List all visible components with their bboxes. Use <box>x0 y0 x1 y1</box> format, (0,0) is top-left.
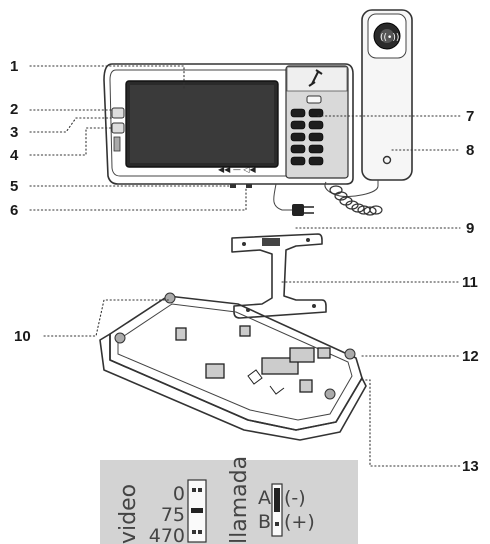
callout-13: 13 <box>462 458 479 475</box>
monitor: ◀◀ — ◁◀ <box>103 63 354 188</box>
callout-6: 6 <box>10 202 18 219</box>
callout-3: 3 <box>10 124 18 141</box>
callout-5: 5 <box>10 178 18 195</box>
call-sign-minus: (-) <box>284 487 306 509</box>
call-jumper <box>271 483 283 537</box>
call-pos-b: B <box>258 511 271 533</box>
jumper-panel: video 0 75 470 llamada A B (-) (+) <box>100 456 358 544</box>
video-value-470: 470 <box>149 525 185 544</box>
video-jumper <box>187 479 207 543</box>
video-value-75: 75 <box>161 504 185 526</box>
leader-lines <box>29 65 461 467</box>
call-pos-a: A <box>258 487 271 509</box>
call-sign-plus: (+) <box>284 511 315 533</box>
callout-10: 10 <box>14 328 31 345</box>
monitor-base <box>99 292 367 441</box>
mounting-bracket <box>231 233 327 319</box>
callout-12: 12 <box>462 348 479 365</box>
callout-9: 9 <box>466 220 474 237</box>
callout-7: 7 <box>466 108 474 125</box>
svg-text:((•)): ((•)) <box>380 33 399 43</box>
handset: ((•)) <box>324 9 413 216</box>
callout-1: 1 <box>10 58 18 75</box>
callout-8: 8 <box>466 142 474 159</box>
keypad <box>290 108 324 166</box>
callout-numbers: 1 2 3 4 5 6 7 8 9 10 11 12 13 <box>10 58 479 475</box>
call-label: llamada <box>227 456 252 544</box>
video-value-0: 0 <box>173 483 185 505</box>
power-plug <box>273 183 314 216</box>
video-label: video <box>116 484 141 544</box>
callout-11: 11 <box>462 274 478 291</box>
key-icon <box>308 69 323 87</box>
callout-4: 4 <box>10 147 19 164</box>
callout-2: 2 <box>10 101 18 118</box>
svg-text:◀◀ — ◁◀: ◀◀ — ◁◀ <box>218 165 257 174</box>
